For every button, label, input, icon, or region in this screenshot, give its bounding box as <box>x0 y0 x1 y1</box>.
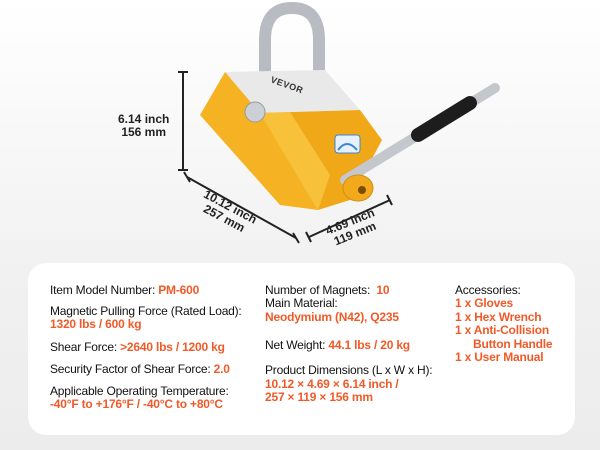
spec-dims-label: Product Dimensions (L x W x H): <box>265 363 433 377</box>
spec-pull-label: Magnetic Pulling Force (Rated Load): <box>50 304 242 318</box>
spec-material-value: Neodymium (N42), Q235 <box>265 310 399 324</box>
shackle-pin <box>244 101 266 123</box>
label: Net Weight: <box>265 338 326 352</box>
accessory-item: 1 x Hex Wrench <box>455 310 542 324</box>
label: Security Factor of Shear Force: <box>50 362 211 376</box>
accessory-item: 1 x Anti-Collision <box>455 323 549 337</box>
value: >2640 lbs / 1200 kg <box>120 340 225 354</box>
magnet-body-front <box>200 72 318 210</box>
spec-pull-value: 1320 lbs / 600 kg <box>50 317 142 331</box>
lifting-shackle <box>259 1 325 116</box>
accessories-label: Accessories: <box>455 283 521 297</box>
spec-security: Security Factor of Shear Force: 2.0 <box>50 363 230 376</box>
value: PM-600 <box>158 283 200 297</box>
handle-hub <box>342 174 374 202</box>
label: Shear Force: <box>50 340 117 354</box>
spec-dims-value: 10.12 × 4.69 × 6.14 inch / <box>265 377 399 391</box>
specs-card: Item Model Number: PM-600 Magnetic Pulli… <box>28 263 575 435</box>
label: Item Model Number: <box>50 283 156 297</box>
height-dimension: 6.14 inch 156 mm <box>118 113 169 139</box>
spec-dims-value: 257 × 119 × 156 mm <box>265 390 373 404</box>
spec-model: Item Model Number: PM-600 <box>50 284 199 297</box>
value: 2.0 <box>213 362 230 376</box>
accessory-item: 1 x User Manual <box>455 350 544 364</box>
dimension-lines <box>178 71 393 244</box>
spec-magnets: Number of Magnets: 10 <box>265 283 390 297</box>
value: 44.1 lbs / 20 kg <box>328 338 410 352</box>
accessory-item: Button Handle <box>473 337 553 351</box>
value: 10 <box>376 283 390 297</box>
spec-temp-label: Applicable Operating Temperature: <box>50 384 229 398</box>
spec-shear: Shear Force: >2640 lbs / 1200 kg <box>50 341 225 354</box>
lifting-magnet-illustration <box>178 1 500 244</box>
spec-material-label: Main Material: <box>265 296 338 310</box>
accessory-item: 1 x Gloves <box>455 296 514 310</box>
label: Number of Magnets: <box>265 283 371 297</box>
handle-grip <box>411 96 477 142</box>
height-mm: 156 mm <box>121 125 167 139</box>
spec-temp-value: -40°F to +176°F / -40°C to +80°C <box>50 397 223 411</box>
spec-weight: Net Weight: 44.1 lbs / 20 kg <box>265 339 410 352</box>
height-inch: 6.14 inch <box>118 112 170 126</box>
